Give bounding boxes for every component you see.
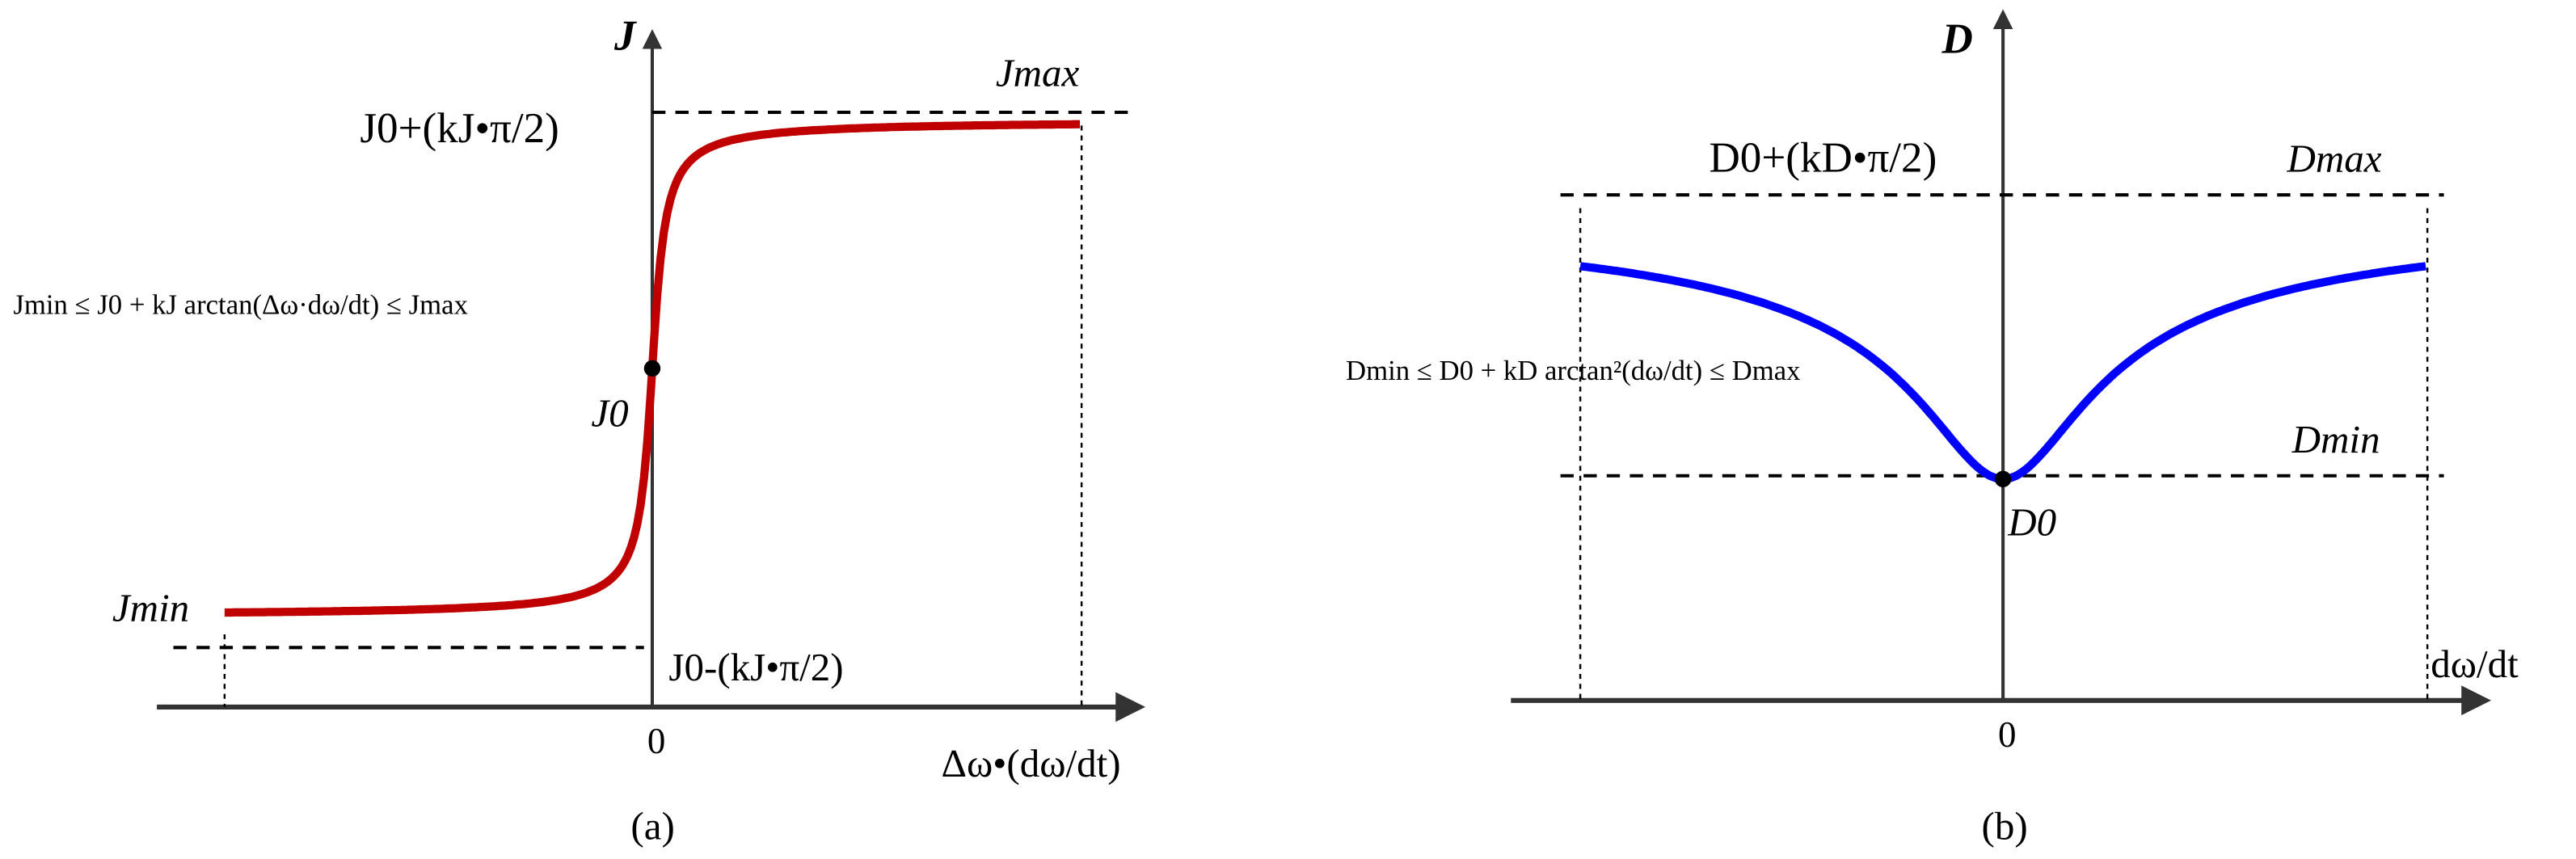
d0-label: D0 [2007,499,2056,544]
x-axis-label-b: dω/dt [2431,642,2519,686]
caption-b: (b) [1982,803,2028,848]
y-axis-label-a: J [613,12,637,59]
j0-point [643,360,661,377]
min-label-b: Dmin [2291,417,2380,461]
caption-a: (a) [630,803,674,848]
max-label-a: Jmax [996,50,1080,95]
y-axis-label-b: D [1941,15,1973,62]
j0-label: J0 [591,390,628,435]
x-axis-label-a: Δω•(dω/dt) [941,741,1120,785]
formula-a: Jmin ≤ J0 + kJ arctan(Δω·dω/dt) ≤ Jmax [13,288,468,320]
min-label-a: Jmin [112,586,189,630]
upper-asymptote-label-a: J0+(kJ•π/2) [360,105,559,152]
lower-asymptote-label-a: J0-(kJ•π/2) [668,645,843,689]
d0-point [1994,470,2012,488]
origin-label-b: 0 [1998,714,2016,755]
panel-b: D D0+(kD•π/2) Dmax Dmin ≤ D0 + kD arctan… [1346,9,2519,848]
origin-label-a: 0 [647,721,665,761]
max-label-b: Dmax [2286,137,2381,181]
upper-asymptote-label-b: D0+(kD•π/2) [1709,135,1937,182]
panel-a: J J0+(kJ•π/2) Jmax Jmin ≤ J0 + kJ arctan… [13,12,1145,848]
formula-b: Dmin ≤ D0 + kD arctan²(dω/dt) ≤ Dmax [1346,355,1801,386]
